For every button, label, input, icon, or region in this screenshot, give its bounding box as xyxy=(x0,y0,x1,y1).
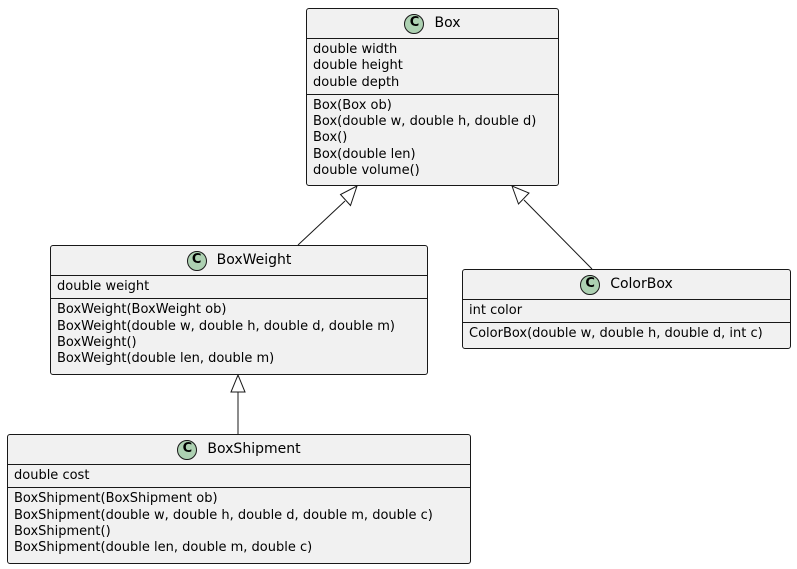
class-stereotype-icon: C xyxy=(186,250,207,271)
class-name: Box xyxy=(434,15,461,32)
class-header: C Box xyxy=(307,9,558,39)
class-header: C BoxShipment xyxy=(8,435,470,465)
method: ColorBox(double w, double h, double d, i… xyxy=(469,326,763,342)
class-stereotype-icon: C xyxy=(580,274,601,295)
method: BoxWeight(BoxWeight ob) xyxy=(57,302,227,318)
class-name: ColorBox xyxy=(610,276,673,293)
method: BoxWeight(double len, double m) xyxy=(57,351,275,367)
method: BoxShipment(double w, double h, double d… xyxy=(14,507,433,523)
class-box-colorbox[interactable]: C ColorBox int color ColorBox(double w, … xyxy=(462,269,791,349)
method: BoxWeight(double w, double h, double d, … xyxy=(57,318,395,334)
method: BoxShipment(BoxShipment ob) xyxy=(14,491,218,507)
edge-boxweight-to-box xyxy=(297,184,358,246)
attributes-section: double weight xyxy=(51,276,427,300)
method: Box() xyxy=(313,130,348,146)
class-box-box[interactable]: C Box double width double height double … xyxy=(306,8,559,186)
method: BoxShipment() xyxy=(14,523,111,539)
method: Box(Box ob) xyxy=(313,97,392,113)
edge-colorbox-to-box xyxy=(511,185,593,270)
attributes-section: double cost xyxy=(8,465,470,489)
inheritance-arrowhead xyxy=(230,373,246,393)
class-name: BoxWeight xyxy=(216,252,292,269)
attribute: double width xyxy=(313,42,398,57)
methods-section: Box(Box ob) Box(double w, double h, doub… xyxy=(307,95,558,182)
attribute: double cost xyxy=(14,468,90,483)
class-stereotype-icon: C xyxy=(177,439,198,460)
attributes-section: double width double height double depth xyxy=(307,39,558,95)
class-header: C BoxWeight xyxy=(51,246,427,276)
attribute: double weight xyxy=(57,279,150,294)
method: BoxShipment(double len, double m, double… xyxy=(14,540,313,556)
class-name: BoxShipment xyxy=(207,441,301,458)
attributes-section: int color xyxy=(463,300,790,324)
class-header: C ColorBox xyxy=(463,270,790,300)
inheritance-arrowhead xyxy=(511,185,530,205)
attribute: double depth xyxy=(313,74,400,90)
method: double volume() xyxy=(313,163,420,179)
methods-section: ColorBox(double w, double h, double d, i… xyxy=(463,323,790,345)
method: Box(double len) xyxy=(313,146,416,162)
edge-boxshipment-to-boxweight xyxy=(230,373,246,434)
methods-section: BoxWeight(BoxWeight ob) BoxWeight(double… xyxy=(51,299,427,370)
method: Box(double w, double h, double d) xyxy=(313,114,537,130)
inheritance-arrowhead xyxy=(339,184,358,207)
methods-section: BoxShipment(BoxShipment ob) BoxShipment(… xyxy=(8,488,470,559)
class-stereotype-icon: C xyxy=(404,13,425,34)
class-box-boxshipment[interactable]: C BoxShipment double cost BoxShipment(Bo… xyxy=(7,434,471,564)
attribute: int color xyxy=(469,303,523,318)
method: BoxWeight() xyxy=(57,334,137,350)
attribute: double height xyxy=(313,58,403,74)
class-box-boxweight[interactable]: C BoxWeight double weight BoxWeight(BoxW… xyxy=(50,245,428,375)
